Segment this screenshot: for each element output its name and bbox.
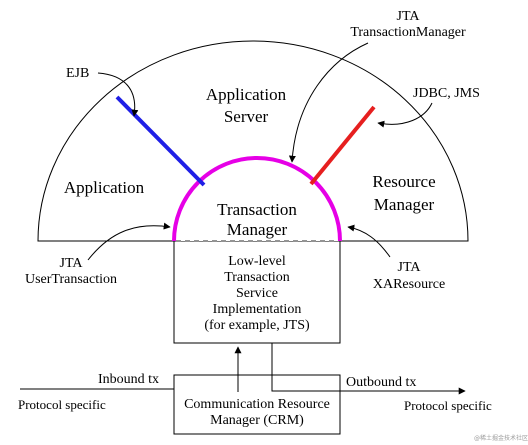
- low-level-label-line1: Low-level: [228, 254, 286, 269]
- app-server-label-line2: Server: [224, 107, 269, 126]
- ejb-callout-arrow: [97, 72, 139, 117]
- ejb-boundary-line: [115, 95, 206, 187]
- jdbc-jms-boundary-line: [309, 105, 376, 186]
- ejb-label: EJB: [66, 66, 89, 81]
- jta-xa-label-line1: JTA: [398, 260, 422, 275]
- jta-tm-label-line1: JTA: [397, 9, 421, 24]
- low-level-label-line4: Implementation: [213, 302, 302, 317]
- low-level-label-line3: Service: [236, 286, 278, 301]
- app-server-label-line1: Application: [206, 85, 287, 104]
- outbound-tx-label: Outbound tx: [346, 375, 416, 390]
- low-level-service-box: [173, 241, 341, 344]
- transaction-manager-label-line2: Manager: [227, 220, 288, 239]
- crm-box: [173, 374, 341, 435]
- jdbc-jms-label: JDBC, JMS: [413, 86, 480, 101]
- watermark: @稀土掘金技术社区: [474, 434, 528, 442]
- low-level-label-line5: (for example, JTS): [204, 318, 310, 333]
- jta-tm-callout-arrow: [288, 42, 369, 163]
- application-label: Application: [64, 178, 145, 197]
- jdbc-callout-arrow: [377, 102, 433, 128]
- resource-manager-label-line2: Manager: [374, 195, 435, 214]
- transaction-manager-arc: [172, 156, 342, 242]
- resource-manager-label-line1: Resource: [372, 172, 435, 191]
- jta-ut-label-line2: UserTransaction: [25, 272, 117, 287]
- transaction-manager-label-line1: Transaction: [217, 200, 297, 219]
- crm-label-line1: Communication Resource: [184, 397, 330, 412]
- protocol-specific-left-label: Protocol specific: [18, 397, 106, 412]
- crm-label-line2: Manager (CRM): [210, 413, 304, 428]
- application-server-dome: [37, 40, 469, 242]
- inbound-tx-label: Inbound tx: [98, 372, 159, 387]
- jta-ut-callout-arrow: [87, 222, 171, 261]
- jta-tm-label-line2: TransactionManager: [350, 25, 466, 40]
- jta-xa-callout-arrow: [347, 224, 391, 258]
- jta-ut-label-line1: JTA: [60, 256, 84, 271]
- outbound-tx-line: [271, 343, 466, 395]
- low-level-label-line2: Transaction: [224, 270, 290, 285]
- protocol-specific-right-label: Protocol specific: [404, 398, 492, 413]
- jta-xa-label-line2: XAResource: [373, 277, 445, 292]
